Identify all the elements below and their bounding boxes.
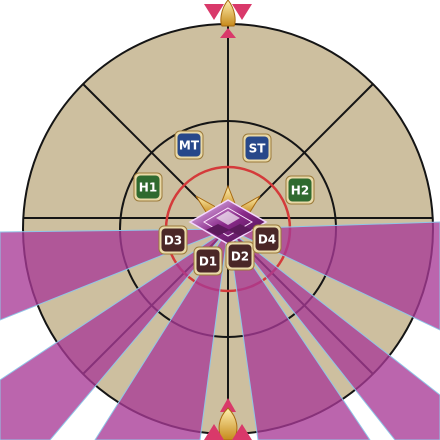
marker-label: D4 xyxy=(258,233,276,247)
cone-aoe-southeast xyxy=(227,228,440,440)
marker-label: D1 xyxy=(199,255,217,269)
marker-label: H1 xyxy=(139,181,157,195)
marker-label: H2 xyxy=(291,184,309,198)
tower-icon-north xyxy=(204,0,252,38)
marker-h1[interactable]: H1 xyxy=(133,172,163,202)
marker-d4[interactable]: D4 xyxy=(252,224,282,254)
cone-aoes xyxy=(0,221,440,440)
marker-d2[interactable]: D2 xyxy=(225,241,255,271)
marker-label: D2 xyxy=(231,250,249,264)
cone-aoe-southwest xyxy=(0,228,229,440)
cone-aoe-south-left xyxy=(94,228,229,440)
tower-icon-south xyxy=(204,398,252,440)
marker-label: D3 xyxy=(164,234,182,248)
marker-d3[interactable]: D3 xyxy=(158,225,188,255)
marker-mt[interactable]: MT xyxy=(174,130,204,160)
cone-aoe-south-right xyxy=(227,228,371,440)
marker-st[interactable]: ST xyxy=(242,133,272,163)
boss-crest-icon xyxy=(188,184,268,245)
marker-label: ST xyxy=(249,142,267,156)
marker-h2[interactable]: H2 xyxy=(285,175,315,205)
marker-d1[interactable]: D1 xyxy=(193,246,223,276)
marker-label: MT xyxy=(179,139,200,153)
